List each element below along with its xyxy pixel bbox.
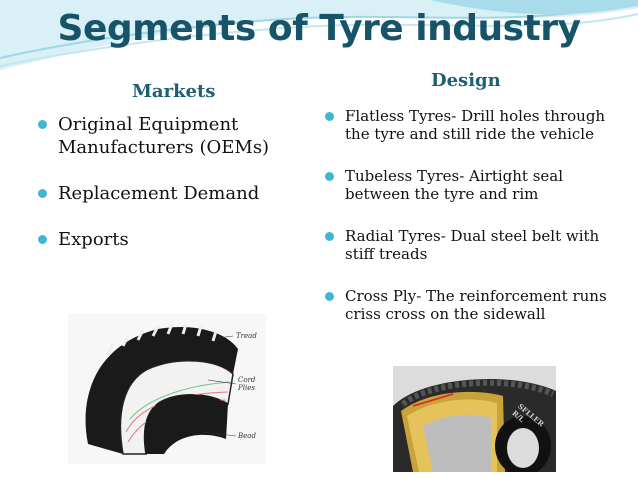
list-item: Original Equipment Manufacturers (OEMs) [36, 113, 296, 159]
bead-label: Bead [238, 432, 256, 440]
bullet-icon [38, 189, 47, 198]
tyre-cross-section-image: Tread Cord Plies Bead [68, 314, 266, 464]
list-item: Flatless Tyres- Drill holes through the … [323, 107, 623, 143]
bullet-icon [38, 120, 47, 129]
list-item-text: Original Equipment Manufacturers (OEMs) [58, 114, 270, 158]
bullet-icon [325, 292, 334, 301]
list-item: Exports [36, 228, 296, 251]
list-item: Radial Tyres- Dual steel belt with stiff… [323, 227, 623, 263]
list-item-text: Flatless Tyres- Drill holes through the … [345, 107, 606, 143]
design-list: Flatless Tyres- Drill holes through the … [323, 107, 623, 347]
tyre-cross-section-graphic [68, 314, 266, 464]
bullet-icon [325, 112, 334, 121]
tubeless-tyre-photo: SFLLER R/L [393, 366, 556, 476]
header-wave-decoration [0, 0, 638, 70]
markets-list: Original Equipment Manufacturers (OEMs) … [36, 113, 296, 274]
bullet-icon [325, 232, 334, 241]
tread-label: Tread [236, 332, 257, 340]
bullet-icon [325, 172, 334, 181]
list-item-text: Replacement Demand [58, 183, 260, 204]
list-item-text: Radial Tyres- Dual steel belt with stiff… [345, 227, 600, 263]
list-item: Tubeless Tyres- Airtight seal between th… [323, 167, 623, 203]
list-item: Replacement Demand [36, 182, 296, 205]
slide-title: Segments of Tyre industry [57, 8, 581, 49]
markets-heading: Markets [132, 81, 216, 102]
list-item-text: Tubeless Tyres- Airtight seal between th… [345, 167, 564, 203]
bullet-icon [38, 235, 47, 244]
tyre-photo-graphic [393, 366, 556, 476]
list-item-text: Exports [58, 229, 129, 250]
list-item: Cross Ply- The reinforcement runs criss … [323, 287, 623, 323]
design-heading: Design [431, 70, 501, 91]
cord-plies-label: Cord Plies [238, 376, 256, 392]
list-item-text: Cross Ply- The reinforcement runs criss … [345, 287, 607, 323]
